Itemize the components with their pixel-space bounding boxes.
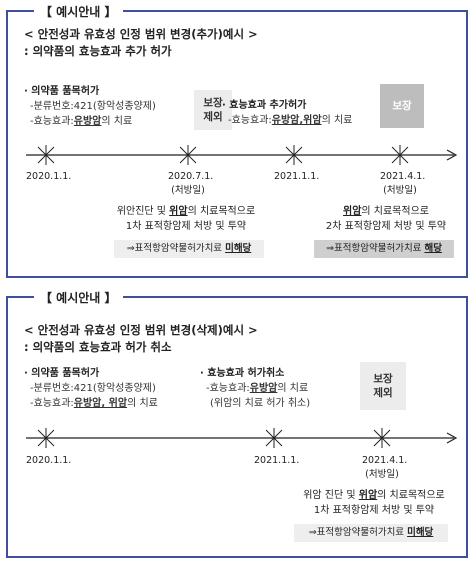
cancellation-note: (위암의 치료 허가 취소) [210,398,311,409]
product-approval-info: · 의약품 품목허가 -분류번호:421(항악성종양제) -효능효과:유방암의 … [24,84,156,129]
case-note-1: 위안진단 및 위암의 치료목적으로 1차 표적항암제 처방 및 투약 [116,206,256,232]
prescription-day-label: (처방일) [171,185,205,196]
efficacy-line: -효능효과:유방암의 치료 [30,116,133,127]
prescription-day-label: (처방일) [383,185,417,196]
coverage-box: 보장 [380,84,424,128]
classification-number: -분류번호:421(항악성종양제) [30,101,156,112]
date-label: 2020.1.1. [26,171,72,182]
timeline-arrowhead [446,432,458,444]
efficacy-line: -효능효과:유방암,위암의 치료 [228,115,353,126]
panel-tag: 【 예시안내 】 [34,289,123,306]
panel-subtitle: : 의약품의 효능효과 허가 취소 [24,340,172,354]
date-label: 2020.1.1. [26,455,72,466]
example-panel-deletion: 【 예시안내 】 < 안전성과 유효성 인정 범위 변경(삭제)예시 > : 의… [6,289,468,558]
date-label: 2021.4.1. [362,455,408,466]
timeline-markers [37,145,409,165]
classification-number: -분류번호:421(항악성종양제) [30,383,156,394]
efficacy-line: -효능효과:유방암의 치료 [206,383,309,394]
date-label: 2021.1.1. [254,455,300,466]
result-not-applicable: ⇒표적항암약물허가치료 미해당 [114,240,264,258]
item-title: · 의약품 품목허가 [24,368,100,379]
date-label: 2021.1.1. [274,171,320,182]
case-note-2: 위암의 치료목적으로 2차 표적항암제 처방 및 투약 [325,206,447,232]
efficacy-cancellation-info: · 효능효과 허가취소 -효능효과:유방암의 치료 (위암의 치료 허가 취소) [200,366,310,411]
timeline [26,145,458,165]
item-title: · 효능효과 추가허가 [222,100,307,111]
timeline-markers [37,428,391,448]
prescription-day-label: (처방일) [365,469,399,480]
case-note-1: 위암 진단 및 위암의 치료목적으로 1차 표적항암제 처방 및 투약 [303,490,445,516]
timeline-arrowhead [446,149,458,161]
panel-subtitle: : 의약품의 효능효과 추가 허가 [24,44,172,58]
result-applicable: ⇒표적항암약물허가치료 해당 [314,240,454,258]
example-panel-addition: 【 예시안내 】 < 안전성과 유효성 인정 범위 변경(추가)예시 > : 의… [6,3,468,278]
panel-title: < 안전성과 유효성 인정 범위 변경(추가)예시 > [24,27,258,41]
efficacy-line: -효능효과:유방암, 위암의 치료 [30,398,158,409]
item-title: · 의약품 품목허가 [24,86,100,97]
product-approval-info: · 의약품 품목허가 -분류번호:421(항악성종양제) -효능효과:유방암, … [24,366,158,411]
result-not-applicable: ⇒표적항암약물허가치료 미해당 [294,524,448,542]
timeline [26,428,458,448]
item-title: · 효능효과 허가취소 [200,368,285,379]
date-label: 2020.7.1. [168,171,214,182]
panel-title: < 안전성과 유효성 인정 범위 변경(삭제)예시 > [24,323,258,337]
date-label: 2021.4.1. [380,171,426,182]
panel-tag: 【 예시안내 】 [34,3,123,20]
efficacy-addition-info: · 효능효과 추가허가 -효능효과:유방암,위암의 치료 [222,98,352,128]
